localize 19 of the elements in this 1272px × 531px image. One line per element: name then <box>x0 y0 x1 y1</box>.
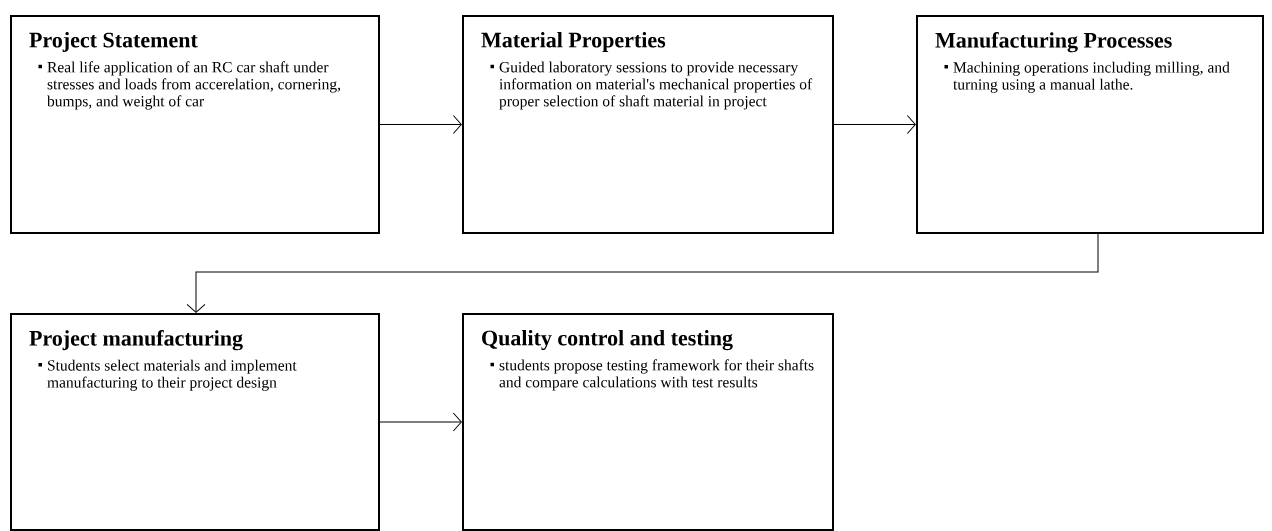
box-heading: Material Properties <box>481 32 666 52</box>
bullet-text: Students select materials and implement manufacturing to their project design <box>47 359 297 391</box>
box-heading: Project Statement <box>29 32 198 52</box>
bullet-text: Machining operations including milling, and turning using a manual lathe. <box>953 61 1230 93</box>
arrow <box>379 115 462 134</box>
box-heading: Quality control and testing <box>482 330 733 351</box>
process-box <box>462 313 834 531</box>
bullet-text: Guided laboratory sessions to provide necessary information on material's mechanical properties of proper selection of shaft material in project <box>499 61 813 110</box>
bullet-text: students propose testing framework for their shafts and compare calculations with test results <box>499 359 814 391</box>
process-box <box>10 15 380 234</box>
process-box <box>10 313 380 531</box>
arrow <box>186 233 1099 313</box>
bullet-text: Real life application of an RC car shaft under stresses and loads from accerelation, cornering, bumps, and weight of car <box>47 61 340 110</box>
process-box <box>916 15 1264 234</box>
box-heading: Manufacturing Processes <box>935 32 1172 53</box>
arrow <box>833 115 916 134</box>
process-box <box>462 15 834 234</box>
box-heading: Project manufacturing <box>29 330 243 351</box>
arrow <box>379 412 462 432</box>
